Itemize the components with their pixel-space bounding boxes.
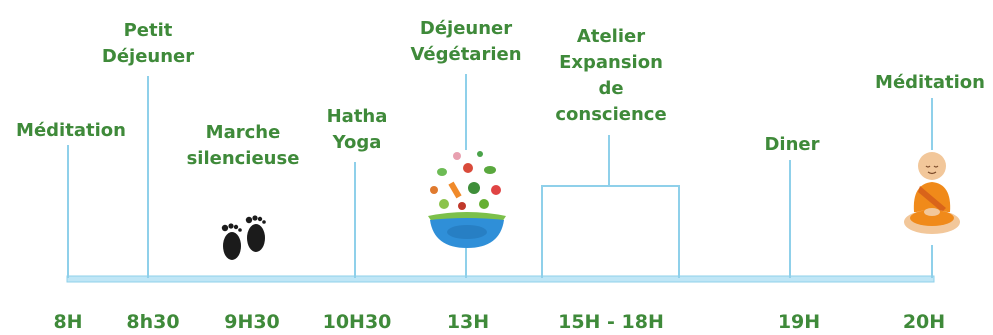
time-label-19h: 19H: [777, 311, 821, 333]
event-line: Déjeuner: [419, 18, 513, 39]
event-label-hatha-yoga: Hatha Yoga: [310, 104, 404, 156]
event-line: Hatha: [326, 106, 388, 127]
meditating-monk-icon: [904, 152, 960, 234]
event-label-meditation-8h: Méditation: [10, 118, 132, 144]
event-line: Méditation: [875, 72, 985, 93]
event-label-petit-dejeuner: Petit Déjeuner: [88, 18, 208, 70]
event-line: Marche: [205, 122, 281, 143]
event-line: Déjeuner: [101, 46, 195, 67]
time-label-8h30: 8h30: [126, 311, 180, 333]
event-line: Diner: [764, 134, 820, 155]
event-line: de: [598, 78, 624, 99]
time-label-20h: 20H: [902, 311, 946, 333]
time-label-13h: 13H: [446, 311, 490, 333]
time-label-10h30: 10H30: [322, 311, 392, 333]
time-label-8h: 8H: [53, 311, 83, 333]
event-line: Yoga: [332, 132, 382, 153]
salad-bowl-icon: [428, 151, 506, 248]
time-label-15h-18h: 15H - 18H: [558, 311, 664, 333]
event-line: Atelier: [576, 26, 646, 47]
event-line: silencieuse: [186, 148, 300, 169]
event-line: Végétarien: [410, 44, 522, 65]
event-label-atelier: Atelier Expansion de conscience: [540, 24, 682, 128]
connector-atelier-bracket: [541, 185, 680, 278]
event-label-meditation-20h: Méditation: [868, 70, 992, 96]
event-label-dejeuner-vegetarien: Déjeuner Végétarien: [400, 16, 532, 68]
timeline-bar: [66, 275, 935, 283]
event-line: conscience: [555, 104, 667, 125]
event-line: Expansion: [559, 52, 663, 73]
event-label-diner: Diner: [750, 132, 834, 158]
event-line: Méditation: [16, 120, 126, 141]
time-label-9h30: 9H30: [224, 311, 280, 333]
event-line: Petit: [123, 20, 173, 41]
event-label-marche-silencieuse: Marche silencieuse: [178, 120, 308, 172]
footprints-icon: [221, 215, 266, 260]
